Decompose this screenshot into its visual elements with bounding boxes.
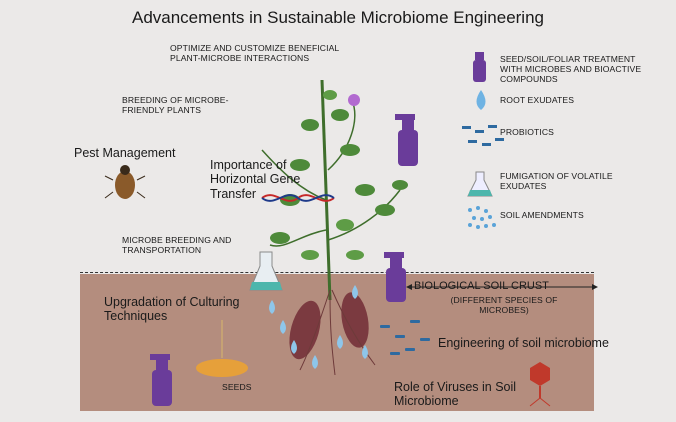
spray-bottle-seeds <box>150 354 172 406</box>
label-crust-sub: (DIFFERENT SPECIES OF MICROBES) <box>450 295 558 315</box>
label-soil-engineering: Engineering of soil microbiome <box>438 336 609 350</box>
beetle-icon <box>104 165 146 199</box>
label-biological-soil-crust: BIOLOGICAL SOIL CRUST <box>414 280 549 292</box>
legend-spray-bottle-icon <box>473 52 486 82</box>
soil-microbes-icon <box>380 320 430 355</box>
legend-item-root-exudates: ROOT EXUDATES <box>500 95 575 105</box>
ground-line <box>80 272 594 273</box>
legend-item-probiotics: PROBIOTICS <box>500 127 555 137</box>
spray-bottle-soil <box>384 252 406 302</box>
seed-icon <box>196 320 248 377</box>
roots-illustration <box>289 289 376 376</box>
plant-illustration <box>261 79 408 301</box>
spray-bottle-plant <box>395 114 418 166</box>
label-microbe-breeding: MICROBE BREEDING AND TRANSPORTATION <box>122 235 232 255</box>
flask-icon-soil <box>249 251 283 291</box>
legend-droplet-icon <box>476 90 486 110</box>
legend-item-soil-amendments: SOIL AMENDMENTS <box>500 210 584 220</box>
root-exudate-droplets <box>269 285 368 369</box>
label-breeding: BREEDING OF MICROBE-FRIENDLY PLANTS <box>122 95 229 115</box>
label-viruses: Role of Viruses in Soil Microbiome <box>394 380 517 409</box>
legend-item-treatment: SEED/SOIL/FOLIAR TREATMENT WITH MICROBES… <box>500 54 642 84</box>
label-optimize: OPTIMIZE AND CUSTOMIZE BENEFICIAL PLANT-… <box>170 43 339 63</box>
virus-icon <box>529 362 551 407</box>
label-pest-management: Pest Management <box>74 146 176 160</box>
legend-item-fumigation: FUMIGATION OF VOLATILE EXUDATES <box>500 171 613 191</box>
dna-helix-icon <box>261 194 335 202</box>
legend-soil-amendments-icon <box>468 206 496 229</box>
label-seeds: SEEDS <box>222 382 252 392</box>
page-title: Advancements in Sustainable Microbiome E… <box>131 8 544 27</box>
legend-flask-icon <box>467 171 493 197</box>
legend-probiotics-icon <box>462 125 504 146</box>
label-culturing: Upgradation of Culturing Techniques <box>104 295 240 324</box>
label-hgt: Importance of Horizontal Gene Transfer <box>210 158 301 201</box>
